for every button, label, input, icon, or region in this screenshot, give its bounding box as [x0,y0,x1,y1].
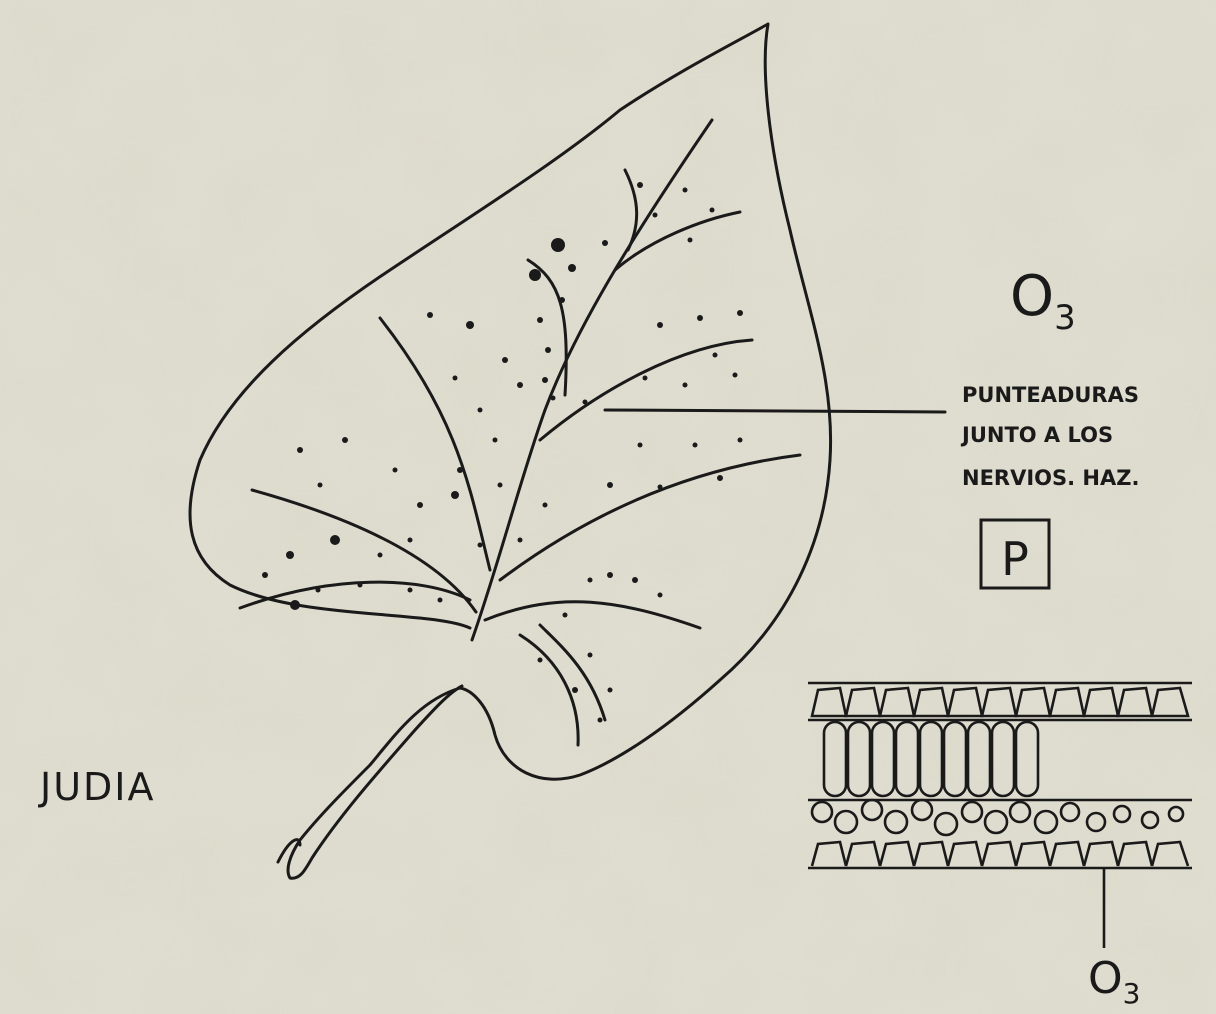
annotation-line-2: JUNTO A LOS [960,423,1113,447]
annotation-line-3: NERVIOS. HAZ. [962,466,1139,490]
annotation-line-1: PUNTEADURAS [962,383,1139,407]
annotation-pointer-line [605,410,945,412]
p-box-letter: P [1001,532,1029,586]
plant-name-label: JUDIA [38,765,155,809]
